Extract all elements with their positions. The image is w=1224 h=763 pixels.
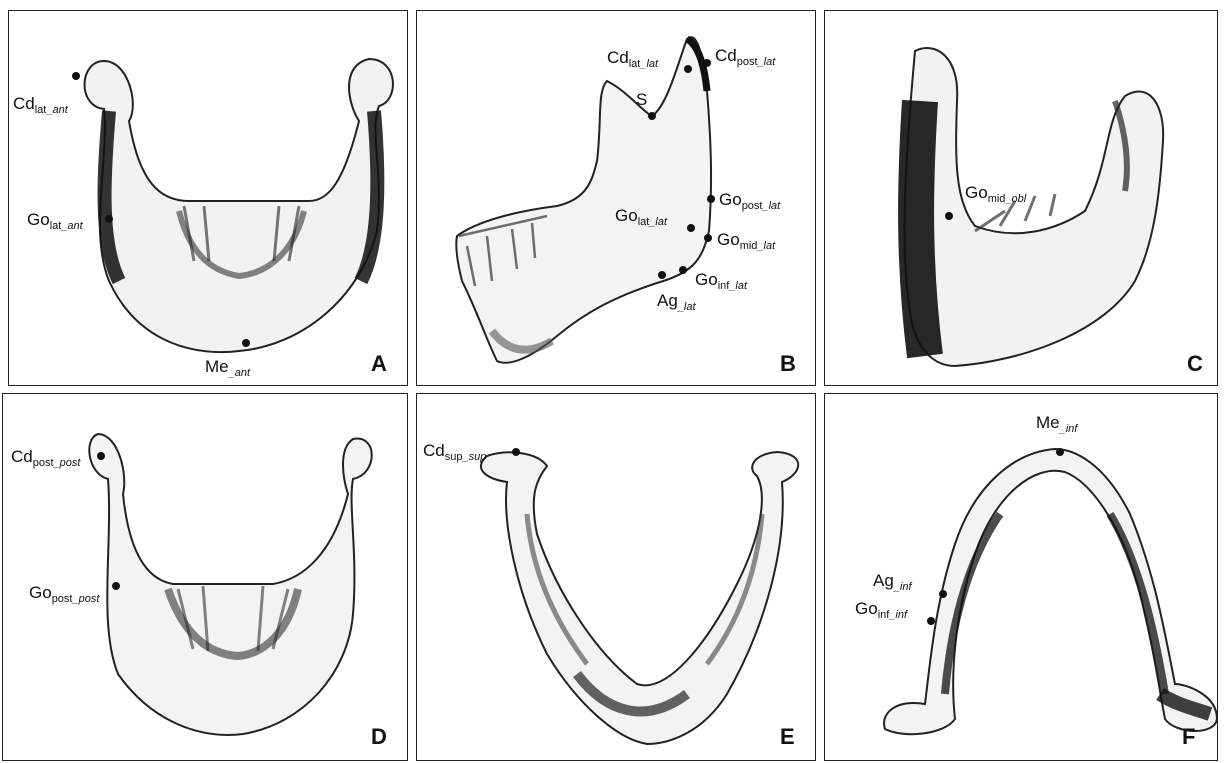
cd-post-lat-point bbox=[703, 59, 711, 67]
go-lat-lat-label: Golat_lat bbox=[615, 207, 667, 228]
s-label: S bbox=[636, 91, 647, 108]
go-mid-lat-point bbox=[704, 234, 712, 242]
panel-d: Cdpost_post Gopost_post D bbox=[2, 393, 408, 761]
go-post-lat-label: Gopost_lat bbox=[719, 191, 780, 212]
panel-letter-a: A bbox=[371, 351, 387, 377]
ag-inf-label: Ag_inf bbox=[873, 572, 912, 593]
panel-e: Cdsup_sup E bbox=[416, 393, 816, 761]
ag-lat-label: Ag_lat bbox=[657, 292, 696, 313]
panel-letter-c: C bbox=[1187, 351, 1203, 377]
cd-lat-ant-label: Cdlat_ant bbox=[13, 95, 68, 116]
cd-lat-lat-point bbox=[684, 65, 692, 73]
go-mid-obl-point bbox=[945, 212, 953, 220]
cd-post-lat-label: Cdpost_lat bbox=[715, 47, 775, 68]
panel-letter-b: B bbox=[780, 351, 796, 377]
panel-a: Cdlat_ant Golat_ant Me_ant A bbox=[8, 10, 408, 386]
ag-lat-point bbox=[658, 271, 666, 279]
panel-letter-d: D bbox=[371, 724, 387, 750]
me-ant-label: Me_ant bbox=[205, 358, 250, 379]
me-inf-point bbox=[1056, 448, 1064, 456]
go-inf-lat-point bbox=[679, 266, 687, 274]
go-inf-inf-point bbox=[927, 617, 935, 625]
panel-letter-e: E bbox=[780, 724, 795, 750]
panel-c: Gomid_obl C bbox=[824, 10, 1218, 386]
cd-lat-lat-label: Cdlat_lat bbox=[607, 49, 658, 70]
go-post-lat-point bbox=[707, 195, 715, 203]
cd-sup-sup-point bbox=[512, 448, 520, 456]
cd-post-post-label: Cdpost_post bbox=[11, 448, 80, 469]
mandible-anterior-view bbox=[9, 11, 408, 386]
me-inf-label: Me_inf bbox=[1036, 414, 1077, 435]
go-lat-ant-point bbox=[105, 215, 113, 223]
go-lat-lat-point bbox=[687, 224, 695, 232]
ag-inf-point bbox=[939, 590, 947, 598]
go-inf-inf-label: Goinf_inf bbox=[855, 600, 907, 621]
go-post-post-point bbox=[112, 582, 120, 590]
panel-letter-f: F bbox=[1182, 724, 1195, 750]
cd-sup-sup-label: Cdsup_sup bbox=[423, 442, 486, 463]
go-mid-obl-label: Gomid_obl bbox=[965, 184, 1026, 205]
me-ant-point bbox=[242, 339, 250, 347]
panel-f: Me_inf Ag_inf Goinf_inf F bbox=[824, 393, 1218, 761]
go-lat-ant-label: Golat_ant bbox=[27, 211, 83, 232]
go-post-post-label: Gopost_post bbox=[29, 584, 99, 605]
cd-post-post-point bbox=[97, 452, 105, 460]
s-point bbox=[648, 112, 656, 120]
go-mid-lat-label: Gomid_lat bbox=[717, 231, 775, 252]
go-inf-lat-label: Goinf_lat bbox=[695, 271, 747, 292]
panel-b: Cdlat_lat Cdpost_lat S Gopost_lat Golat_… bbox=[416, 10, 816, 386]
cd-lat-ant-point bbox=[72, 72, 80, 80]
